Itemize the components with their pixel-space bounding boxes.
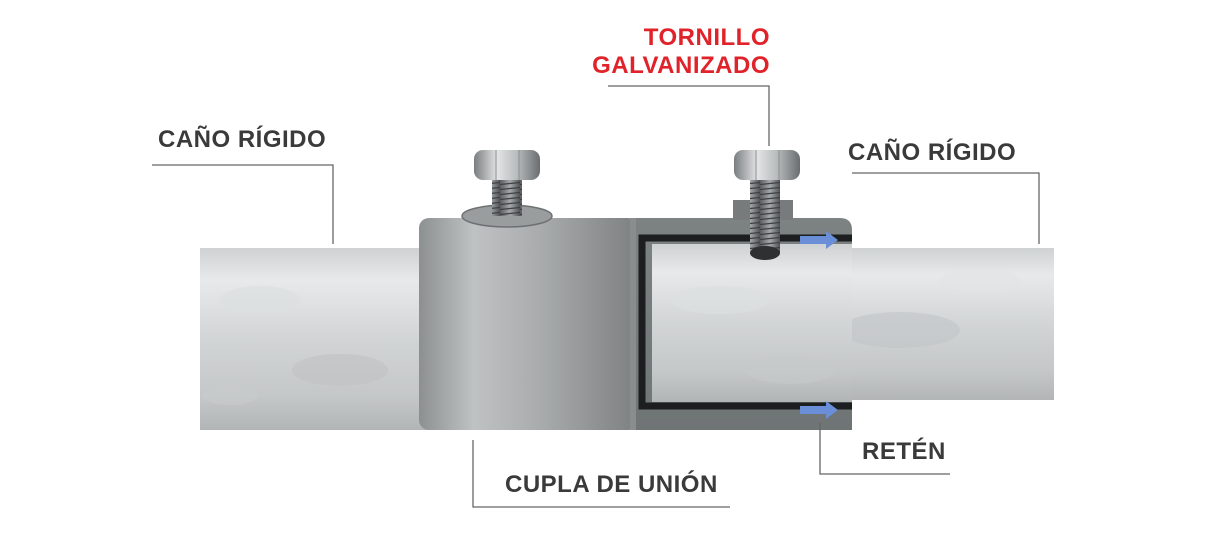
label-coupling: CUPLA DE UNIÓN <box>505 471 718 498</box>
leader-coupling <box>472 440 730 508</box>
label-pipe-right: CAÑO RÍGIDO <box>848 139 1017 166</box>
seal-arrow-bottom <box>800 401 838 419</box>
leader-seal <box>819 423 950 475</box>
coupling-section <box>636 200 852 430</box>
label-screw-line2: GALVANIZADO <box>592 52 770 79</box>
seal-arrow-top <box>800 231 838 249</box>
label-screw: TORNILLO GALVANIZADO <box>592 24 770 80</box>
leader-pipe-right <box>852 172 1040 244</box>
label-pipe-left: CAÑO RÍGIDO <box>158 126 327 153</box>
label-screw-line1: TORNILLO <box>643 24 770 51</box>
left-pipe <box>200 248 430 430</box>
coupling-body <box>419 218 638 430</box>
left-bolt <box>461 150 553 228</box>
label-seal: RETÉN <box>862 438 946 465</box>
right-bolt <box>734 150 800 260</box>
leader-pipe-left <box>152 164 334 244</box>
leader-screw <box>608 85 770 146</box>
